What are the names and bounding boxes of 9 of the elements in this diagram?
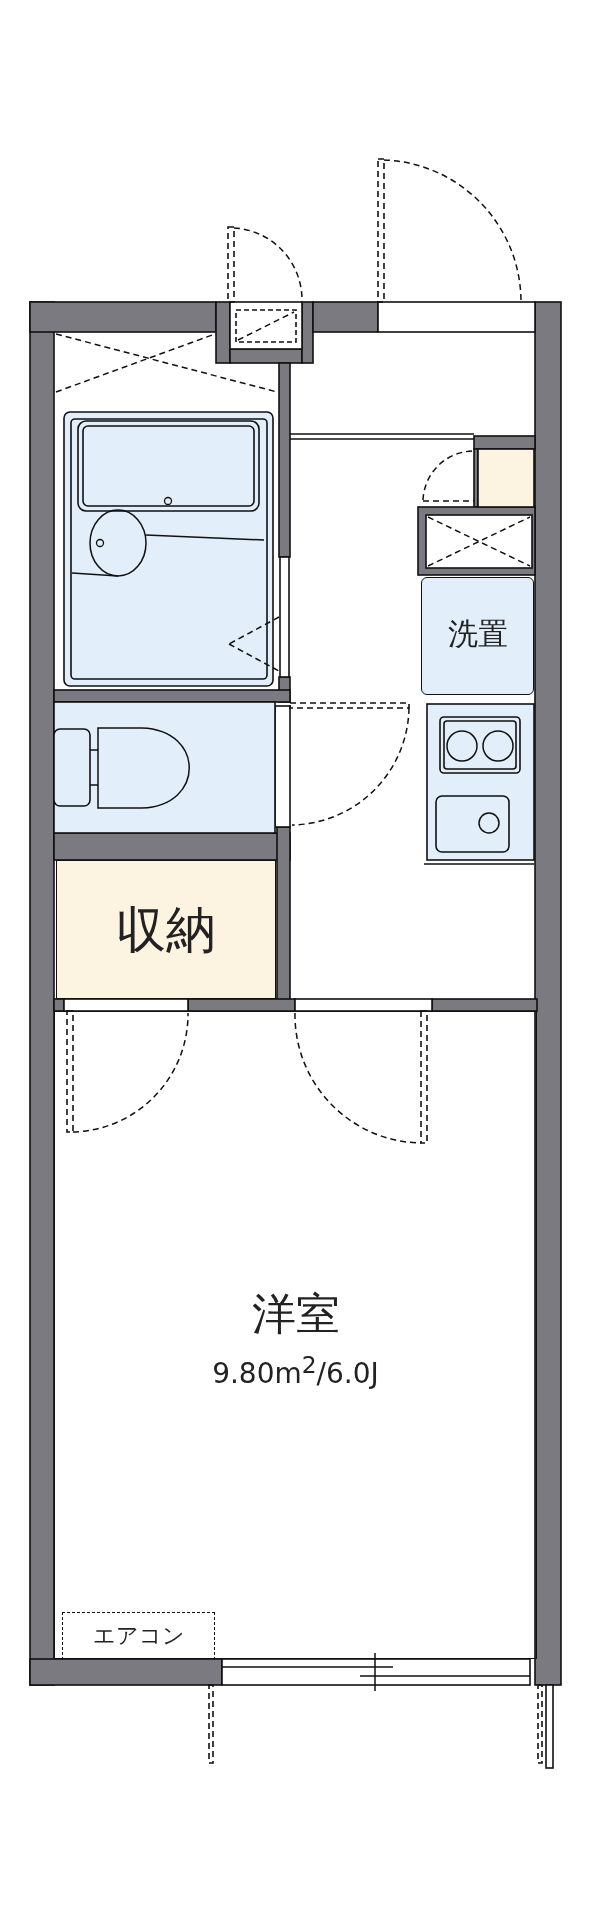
room-label: 洋室 [251,1292,340,1336]
room-label: 洗置 [447,619,508,649]
area-label: 9.80m$^{2}$/6.0J [212,1354,379,1389]
storage-area [56,860,276,999]
washer-space [421,577,534,695]
air-conditioner-outline [62,1612,215,1660]
room-label: 収納 [116,905,216,955]
room-label: エアコン [92,1625,185,1647]
room-area [54,1011,537,1659]
